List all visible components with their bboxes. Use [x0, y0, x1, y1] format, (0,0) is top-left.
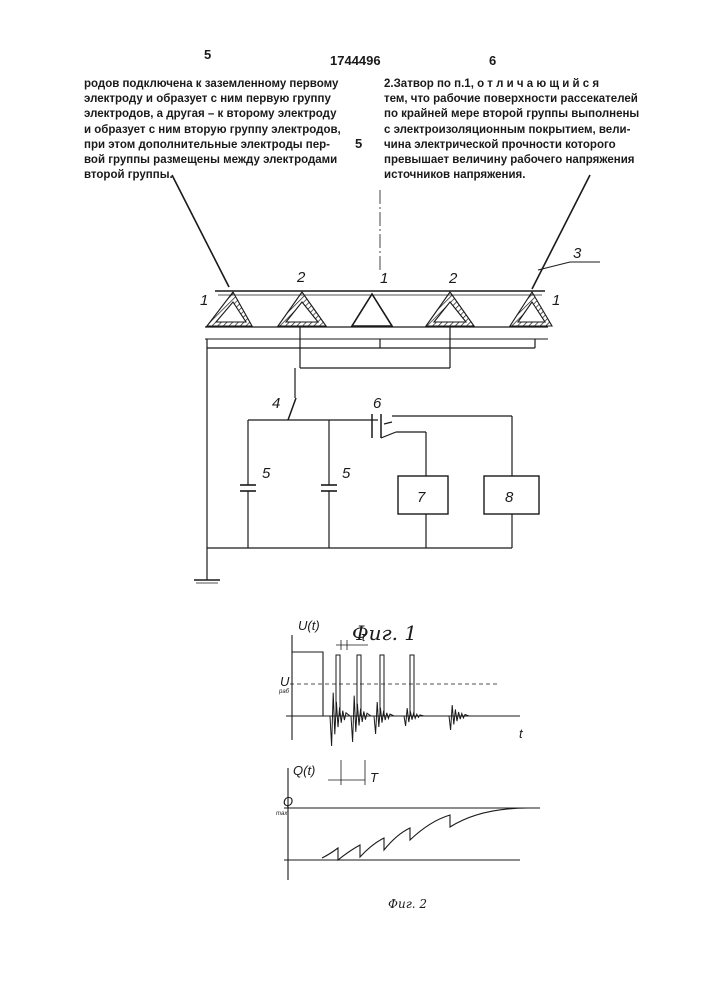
period-label: T [370, 770, 379, 785]
q-axis-label: Q(t) [293, 763, 315, 778]
u-level-label: U [280, 674, 290, 689]
q-level-label: Q [283, 794, 293, 809]
q-level-subscript: max [276, 811, 288, 817]
figure-2-caption: Фиг. 2 [388, 897, 427, 911]
tau-label: τ [361, 629, 367, 644]
q-waveform [322, 808, 528, 860]
u-axis-label: U(t) [298, 618, 320, 633]
u-waveform [330, 655, 469, 746]
u-level-subscript: раб [278, 689, 290, 695]
t-axis-label: t [519, 726, 524, 741]
